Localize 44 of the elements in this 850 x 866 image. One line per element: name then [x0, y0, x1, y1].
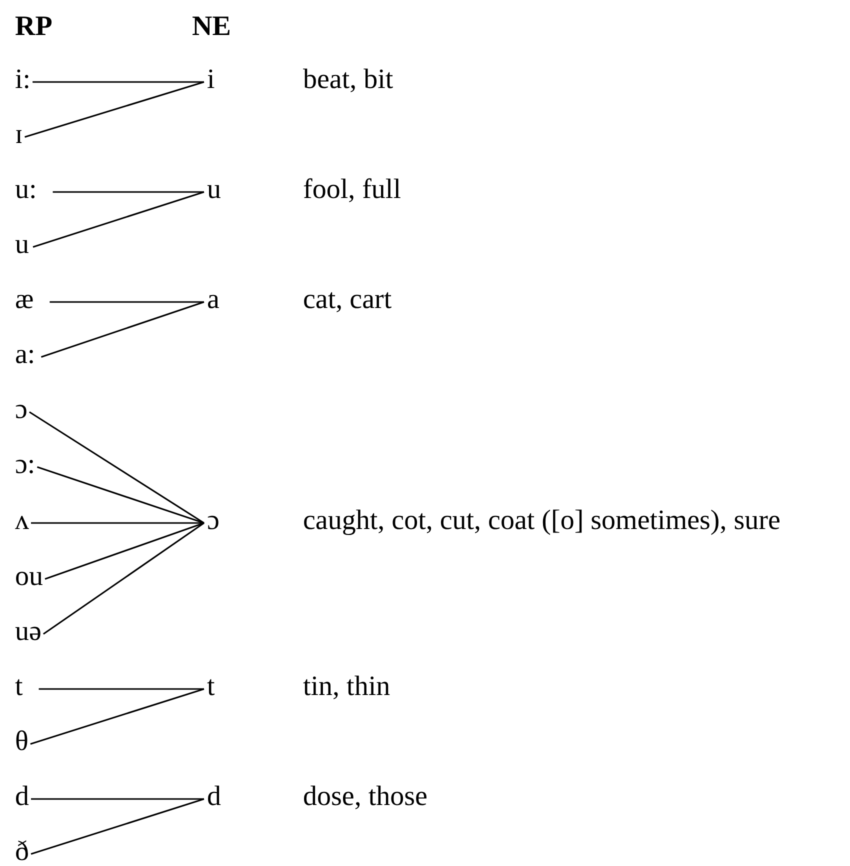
phoneme-symbol: d — [207, 782, 221, 812]
phoneme-symbol: æ — [15, 285, 34, 315]
phoneme-symbol: ɔ — [207, 506, 220, 536]
phoneme-symbol: a — [207, 285, 220, 315]
phoneme-symbol: u: — [15, 175, 37, 205]
column-heading: NE — [192, 12, 231, 42]
connector-line — [50, 301, 204, 303]
connector-line — [44, 522, 204, 580]
phoneme-symbol: t — [207, 672, 215, 702]
connector-line — [38, 688, 204, 690]
example-words: tin, thin — [303, 672, 390, 702]
example-words: cat, cart — [303, 285, 392, 315]
phoneme-symbol: u — [15, 230, 29, 260]
example-words: dose, those — [303, 782, 428, 812]
connector-line — [40, 301, 204, 358]
connector-line — [31, 522, 204, 524]
phoneme-symbol: uə — [15, 617, 42, 647]
connector-line — [42, 522, 204, 635]
phoneme-symbol: ou — [15, 562, 43, 592]
phoneme-symbol: d — [15, 782, 29, 812]
phoneme-symbol: t — [15, 672, 23, 702]
connector-line — [31, 798, 204, 800]
phoneme-symbol: ɪ — [15, 120, 23, 150]
phoneme-symbol: ð — [15, 837, 29, 866]
column-heading: RP — [15, 12, 52, 42]
phoneme-symbol: i — [207, 65, 215, 95]
phoneme-symbol: ɔ: — [15, 450, 36, 480]
connector-line — [52, 191, 204, 193]
connector-line — [32, 191, 204, 248]
phoneme-symbol: i: — [15, 65, 31, 95]
phoneme-symbol: ɔ — [15, 395, 28, 425]
phoneme-symbol: ʌ — [15, 506, 29, 536]
connector-line — [30, 688, 204, 745]
connector-line — [32, 81, 204, 83]
example-words: fool, full — [303, 175, 401, 205]
connector-line — [29, 411, 204, 524]
connector-line — [24, 81, 204, 138]
connector-line — [36, 466, 204, 524]
phoneme-symbol: u — [207, 175, 221, 205]
example-words: caught, cot, cut, coat ([o] sometimes), sure — [303, 506, 780, 536]
phoneme-symbol: θ — [15, 727, 28, 757]
phoneme-symbol: a: — [15, 340, 36, 370]
connector-line — [30, 798, 204, 855]
example-words: beat, bit — [303, 65, 394, 95]
